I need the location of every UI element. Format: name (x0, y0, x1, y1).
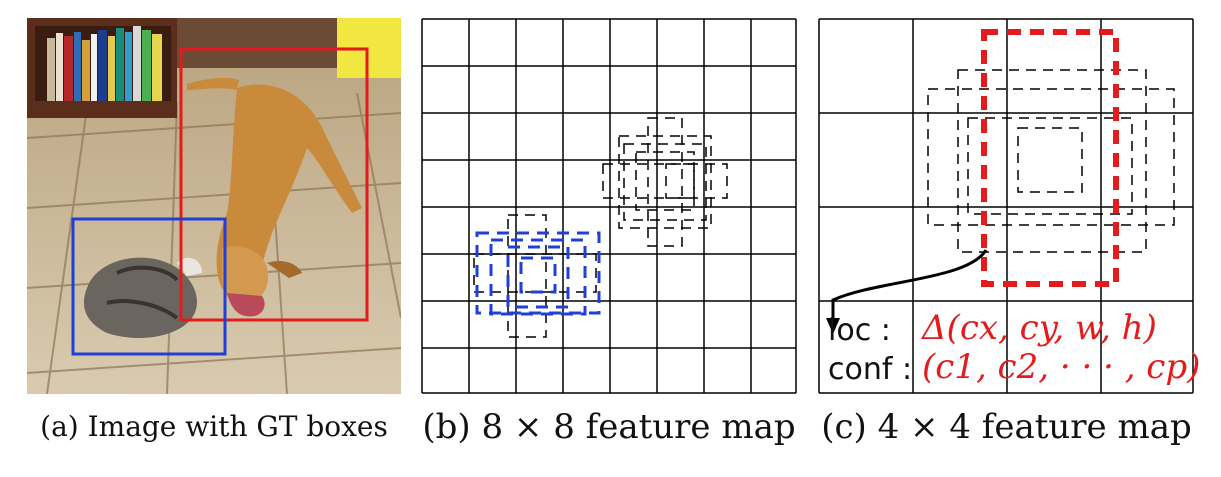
caption-image-with-gt: (a) Image with GT boxes (40, 410, 388, 443)
grid-8x8 (421, 18, 797, 394)
default-boxes-4x4 (927, 69, 1175, 253)
default-boxes-cat-matched (475, 231, 601, 316)
arrow-line (831, 249, 988, 323)
caption-4x4-map: (c) 4 × 4 feature map (821, 407, 1192, 447)
dog-cat-photo (27, 18, 401, 394)
feature-map-4x4 (818, 18, 1195, 394)
feature-map-8x8 (421, 18, 797, 394)
caption-8x8-map: (b) 8 × 8 feature map (422, 407, 796, 447)
books (47, 26, 162, 101)
dog-gt-box (179, 47, 369, 322)
cat-gt-box (71, 217, 227, 356)
loc-value: Δ(cx, cy, w, h) (922, 308, 1157, 348)
loc-label: loc : (828, 313, 891, 348)
default-boxes-dog (602, 117, 728, 247)
photo-panel (27, 18, 401, 394)
conf-label: conf : (828, 352, 913, 387)
dog (187, 77, 362, 317)
conf-value: (c1, c2, · · · , cp) (922, 347, 1201, 387)
arrow-head-icon (826, 318, 840, 334)
cat (83, 257, 202, 338)
grid-4x4 (818, 18, 1194, 394)
matched-dog-box (981, 29, 1119, 287)
